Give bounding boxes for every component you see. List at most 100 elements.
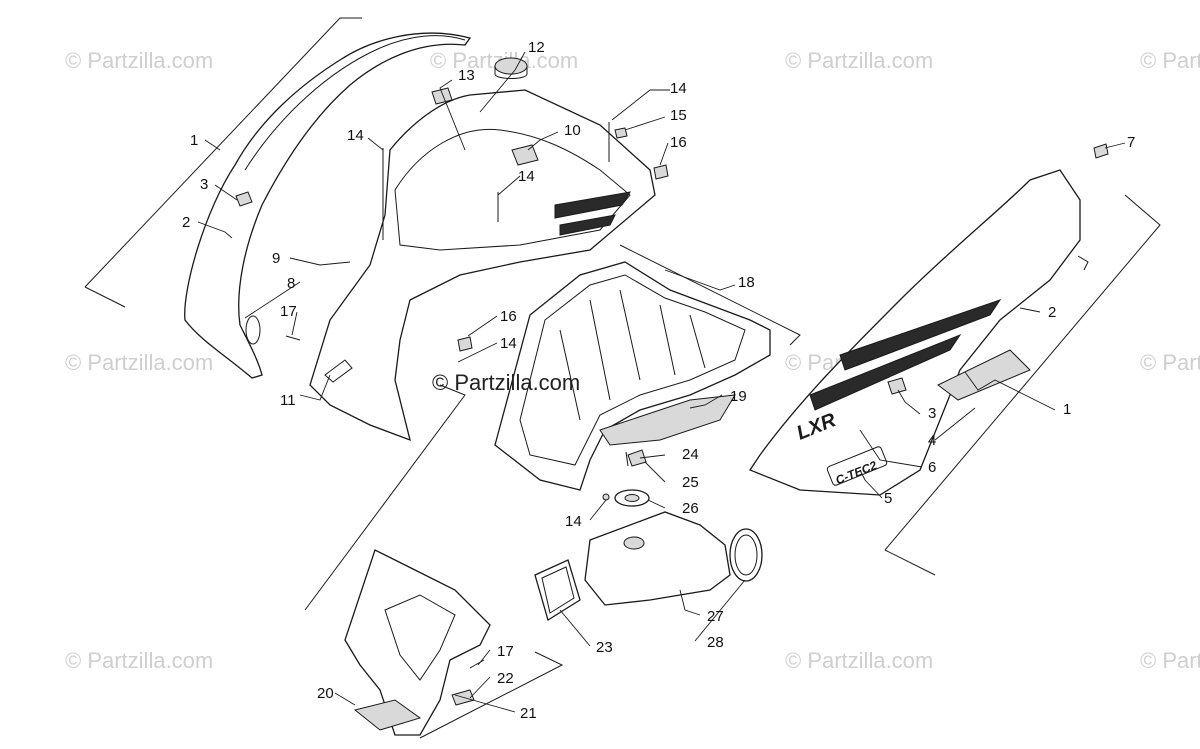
callout-16: 16 [670,134,687,151]
callout-14: 14 [670,80,687,97]
right-side-panel: LXR C-TEC2 [749,143,1109,496]
callout-20: 20 [317,685,334,702]
callout-2: 2 [182,214,190,231]
watermark: © Partzilla.com [65,350,213,375]
callout-1: 1 [190,132,198,149]
hood-stripe-1 [554,191,632,219]
callout-22: 22 [497,670,514,687]
callout-10: 10 [564,122,581,139]
air-box-body [494,261,771,491]
center-watermark: © Partzilla.com [432,370,580,395]
left-side-panel-edge [244,35,466,171]
air-box [494,261,771,491]
left-ring-part-8 [245,315,261,345]
bracket-right-side-panel [884,194,1161,551]
right-decal-part-4 [937,349,1031,401]
seal-part-23 [534,559,581,622]
callout-15: 15 [670,107,687,124]
callout-2: 2 [1048,304,1056,321]
callout-8: 8 [287,275,295,292]
intake-duct [534,449,763,622]
watermark: © Partzilla.com [65,648,213,673]
watermark: © Partzilla.com [785,48,933,73]
callout-1: 1 [1063,401,1071,418]
assembly-brackets [84,17,1161,739]
right-clip [1077,255,1089,271]
right-badge-part-3 [887,377,907,395]
hood-vent [324,359,353,383]
leader-lines [197,51,1126,713]
callout-19: 19 [730,388,747,405]
bracket-left-side-panel-foot [84,286,126,308]
watermark: © Partzilla.com [65,48,213,73]
right-stripe-2 [809,333,962,411]
bracket-front-assembly [304,384,466,611]
callout-14: 14 [500,335,517,352]
callout-28: 28 [707,634,724,651]
grommet-part-26-hole [624,494,640,502]
rivet-part-17 [285,335,301,341]
lower-nose [344,549,491,736]
clip-part-15 [614,127,628,139]
hood-grommet-part-10 [511,144,539,166]
callout-5: 5 [884,490,892,507]
lower-nose-opening [384,594,456,681]
callout-11: 11 [280,392,296,409]
callout-3: 3 [928,405,936,422]
callout-3: 3 [200,176,208,193]
clip-part-16 [457,336,473,352]
callout-17: 17 [280,303,297,320]
watermark: © Partzilla.com [1140,648,1200,673]
air-box-gasket-part-19 [599,394,736,446]
callout-25: 25 [682,474,699,491]
air-box-ribs [559,289,706,421]
fastener-part-7 [1093,143,1109,159]
clamp-part-28-inner [734,534,758,576]
bumper-part-13 [431,87,453,105]
skid-part-20 [353,699,422,731]
lower-nose-body [344,549,491,736]
bracket-left-side-panel [84,17,362,288]
screw-part-14 [602,493,610,501]
left-badge-part-3 [235,191,253,207]
callout-12: 12 [528,39,545,56]
duct-hole [623,536,645,550]
callout-13: 13 [458,67,475,84]
air-box-inner [519,274,746,466]
callout-18: 18 [738,274,755,291]
cap-part-12 [494,57,528,75]
right-stripe-1 [839,299,1002,371]
callout-17: 17 [497,643,514,660]
callout-16: 16 [500,308,517,325]
fasteners [285,122,669,669]
bracket-right-side-panel-foot [884,549,936,576]
hood-opening [394,128,631,251]
callout-4: 4 [928,432,936,449]
callout-7: 7 [1127,134,1135,151]
bracket-lower-nose [419,651,564,739]
duct-part-27 [584,511,731,606]
watermark: © Partzilla.com [1140,350,1200,375]
bracket-part-25 [627,449,647,467]
rivet-part-17 [469,659,485,669]
callout-24: 24 [682,446,699,463]
hood-stripe-2 [559,214,616,236]
hood-assembly [309,57,656,442]
callout-23: 23 [596,639,613,656]
screw-part-24 [625,451,629,467]
callout-14: 14 [518,168,535,185]
callout-9: 9 [272,250,280,267]
watermark: © Partzilla.com [785,648,933,673]
callout-27: 27 [707,608,724,625]
callouts: 1 3 2 9 8 17 11 14 12 13 10 14 14 15 16 … [182,39,1135,722]
engine-decal-frame-part-5 [826,446,888,486]
callout-14: 14 [565,513,582,530]
cap-part-12-side [494,66,528,79]
watermark: © Partzilla.com [1140,48,1200,73]
callout-21: 21 [520,705,537,722]
callout-14: 14 [347,127,364,144]
callout-6: 6 [928,459,936,476]
hood-body [309,89,656,442]
clip-part-16 [653,164,669,180]
